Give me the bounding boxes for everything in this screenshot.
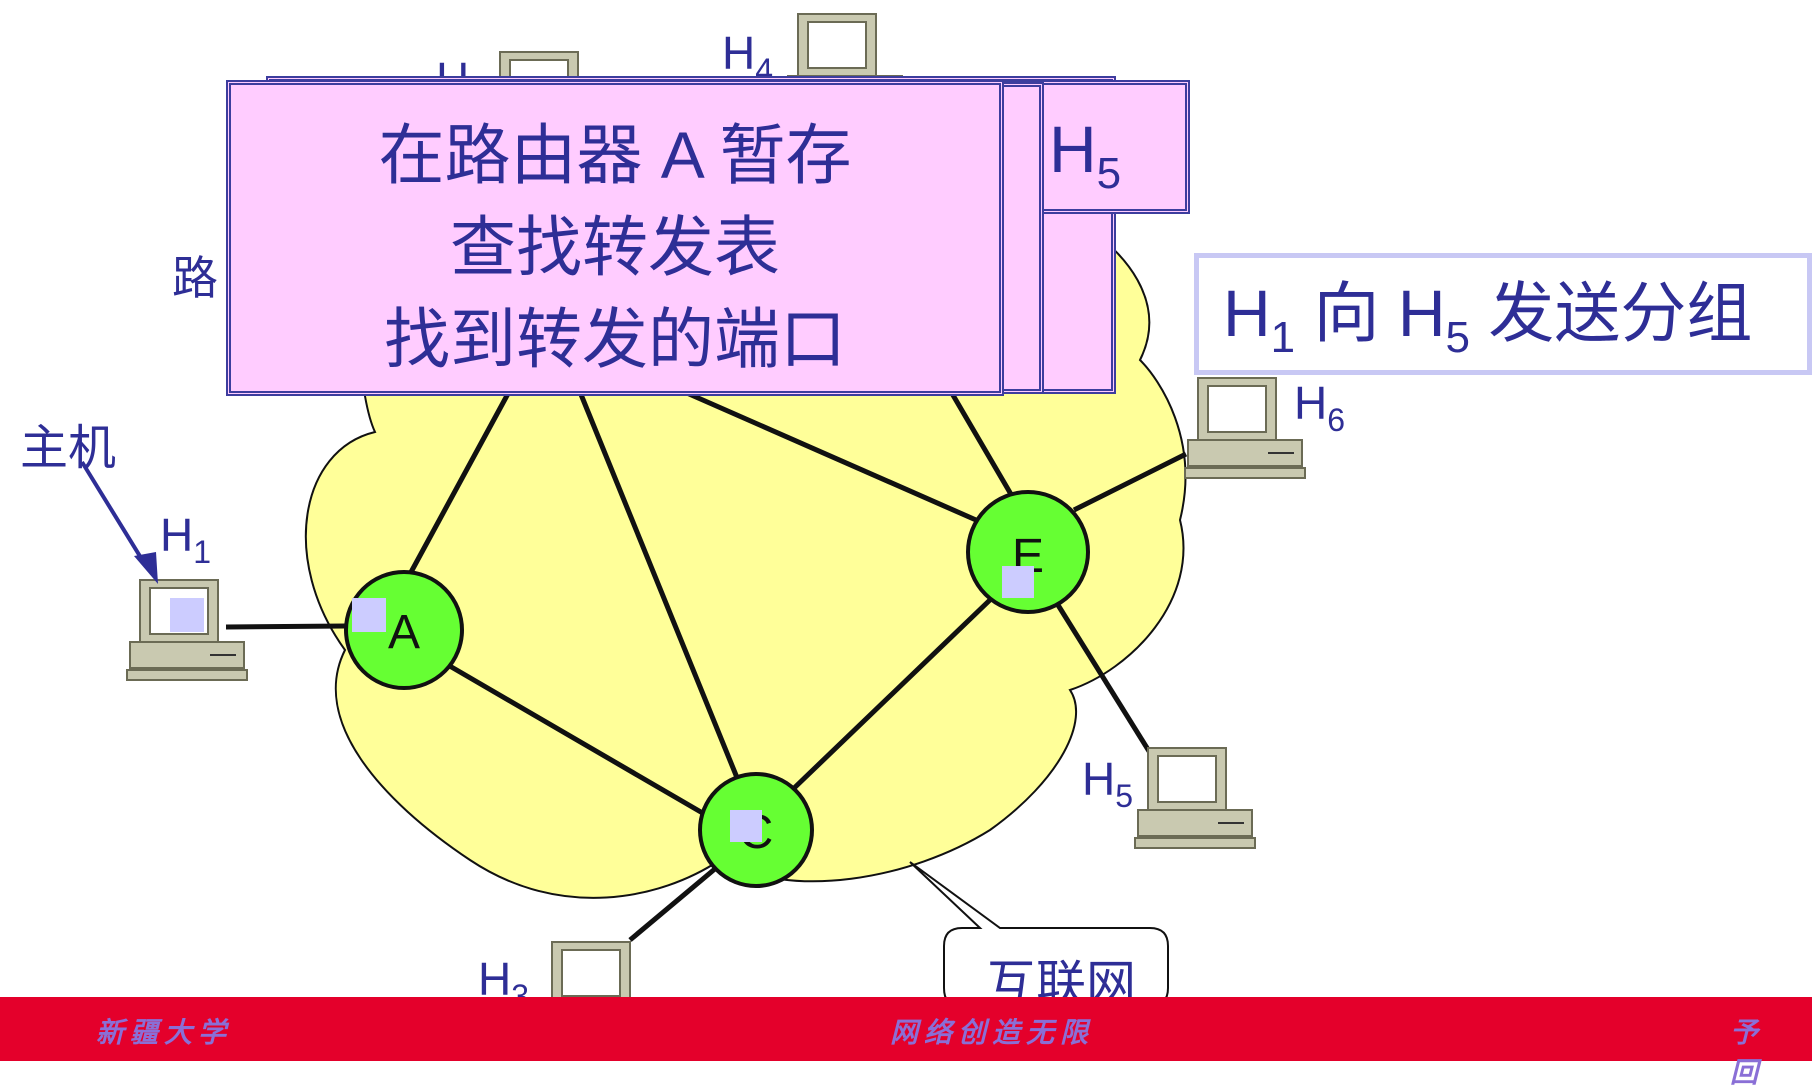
send-packet-callout: H1 向 H5 发送分组 [1194,253,1812,375]
link-c-h3 [628,866,718,942]
host-caption: 主机 [20,422,117,475]
link-b-c [577,391,743,786]
footer-bar: 新疆大学 网络创造无限 予 回 [0,997,1812,1089]
link-b-e [678,387,978,523]
packet-icon [170,598,204,632]
footer-right-text: 予 回 [1730,1016,1765,1089]
link-a-b [407,388,513,576]
popup-h5-label: H5 [1049,112,1122,198]
network-links [225,387,1188,942]
packet-icon [730,810,762,842]
host-h1-label: H1 [160,509,212,570]
footer-center-text: 网络创造无限 [890,1016,1095,1049]
host-h4-label: H4 [722,27,774,88]
host-caption-arrow [80,460,158,584]
router-caption-partial: 路 [172,252,218,304]
host-h6-label: H6 [1294,377,1346,438]
router-a-action-popup: 在路由器 A 暂存 查找转发表 找到转发的端口 [226,80,1004,396]
link-c-e [788,596,994,794]
link-e-h5 [1055,603,1155,758]
router-e: E [966,490,1090,614]
link-e-h6 [1072,451,1188,513]
link-a-c [446,662,708,818]
popup-line-store: 在路由器 A 暂存 [378,118,852,192]
footer-left-text: 新疆大学 [96,1016,233,1049]
popup-line-port: 找到转发的端口 [384,302,846,376]
host-h6-computer-icon [1184,377,1306,479]
host-h5-label: H5 [1082,753,1134,814]
packet-icon [352,598,386,632]
packet-icon [1002,566,1034,598]
link-d-e [947,388,1015,498]
router-a-label: A [388,606,420,659]
router-a: A [344,570,464,690]
host-h5-computer-icon [1134,747,1256,849]
popup-line-lookup: 查找转发表 [450,210,780,284]
router-c: C [698,772,814,888]
link-h1-a [225,623,347,630]
